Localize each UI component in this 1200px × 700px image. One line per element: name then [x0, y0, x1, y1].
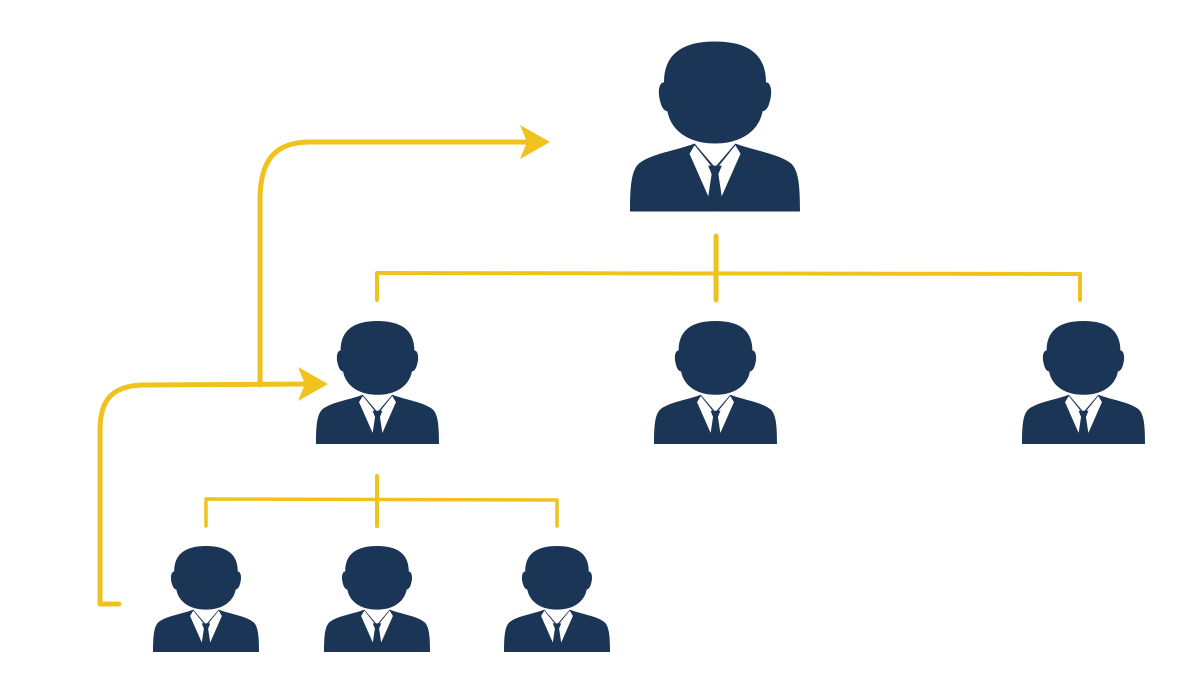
promotion-arrow-lower — [97, 381, 311, 607]
connector-level3-bar — [204, 497, 559, 528]
person-icon-ceo — [630, 41, 800, 212]
connectors — [97, 139, 1082, 607]
connector-level2-bar — [375, 271, 1082, 302]
person-icon-manager-3 — [1022, 321, 1145, 444]
arrowhead-upper-icon — [520, 125, 550, 159]
person-icon-staff-3 — [504, 546, 610, 652]
arrowhead-lower-icon — [298, 367, 328, 401]
person-icon-staff-1 — [153, 546, 259, 652]
promotion-arrow-upper — [257, 139, 533, 388]
person-icon-staff-2 — [324, 546, 430, 652]
person-icon-manager-1 — [316, 321, 439, 444]
arrowheads — [298, 125, 550, 401]
person-icon-manager-2 — [654, 321, 777, 444]
